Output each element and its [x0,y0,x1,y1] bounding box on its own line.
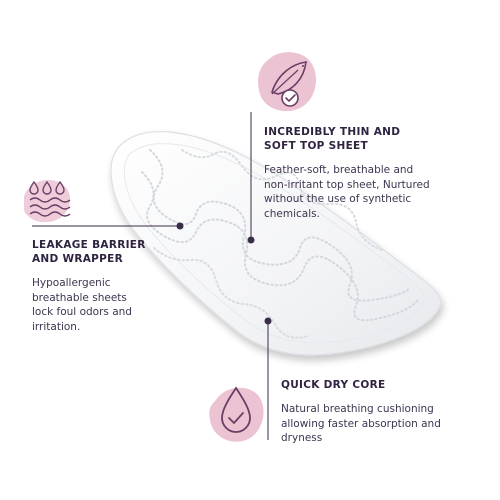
water-drops-waves-icon [24,180,71,223]
feature-top-sheet: INCREDIBLY THIN AND SOFT TOP SHEET Feath… [264,125,489,221]
feather-check-icon [258,52,316,112]
feature-title: LEAKAGE BARRIER AND WRAPPER [32,239,146,265]
pointer-leakage [32,222,184,230]
feature-description: Feather-soft, breathable and non-irritan… [264,164,430,220]
pointer-quick-dry [264,317,272,440]
feature-title: QUICK DRY CORE [281,379,386,391]
pointer-top-sheet [247,112,255,244]
feature-description: Natural breathing cushioning allowing fa… [281,403,441,444]
feature-description: Hypoallergenic breathable sheets lock fo… [32,277,132,333]
panty-liner-image [110,131,442,356]
feature-leakage-barrier: LEAKAGE BARRIER AND WRAPPER Hypoallergen… [32,238,197,334]
feature-quick-dry-core: QUICK DRY CORE Natural breathing cushion… [281,378,486,446]
drop-check-icon [209,386,264,442]
feature-title: INCREDIBLY THIN AND SOFT TOP SHEET [264,126,401,152]
